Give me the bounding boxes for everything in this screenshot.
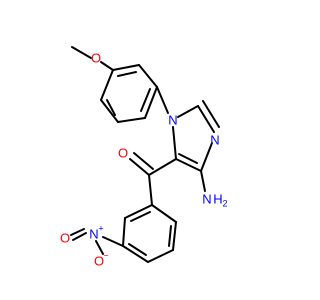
bond-ar2-3 (147, 249, 174, 263)
bond-ar2-5 (122, 217, 126, 247)
bond-aryl-n1 (156, 86, 169, 114)
atom-nitro-oxygen-double: O (60, 230, 70, 245)
bond-o-aryl (100, 61, 114, 71)
bond-ar1-2 (138, 64, 158, 88)
bond-aryl-nitro (102, 236, 124, 247)
atom-nitro-nitrogen: N (89, 226, 98, 241)
bond-ar2-inner-3 (130, 211, 151, 222)
bond-ar2-6 (124, 204, 153, 219)
bond-co-1 (129, 158, 150, 176)
bond-methyl-o (71, 46, 92, 59)
bond-co-2 (133, 152, 154, 170)
bond-ar1-5 (100, 99, 119, 123)
bond-ar1-inner-3 (106, 99, 116, 116)
bond-ar2-inner-2 (128, 243, 147, 256)
bond-ar2-inner-1 (168, 225, 172, 247)
bond-c4-amino (200, 170, 206, 192)
bond-c4-c5 (175, 158, 202, 172)
molecule-structure: O N N O N H 2 N + O O − (60, 46, 228, 268)
bond-ar1-1 (112, 64, 140, 71)
atom-methoxy-oxygen: O (91, 50, 101, 65)
bond-nitro-o-double-inner (70, 228, 85, 236)
molecule-canvas: O N N O N H 2 N + O O − (60, 46, 228, 268)
atom-ring-n1: N (168, 112, 177, 127)
bond-n1-c2 (177, 105, 199, 118)
atom-ring-n3: N (210, 132, 219, 147)
atom-nitro-oxygen-minus: O (94, 253, 104, 268)
bond-ar1-inner-1 (117, 71, 137, 77)
bond-ar2-4 (122, 245, 149, 263)
atom-amino-nitrogen: N (202, 191, 211, 206)
atom-carbonyl-oxygen: O (118, 145, 128, 160)
bond-ar2-1 (151, 204, 177, 223)
bond-c5-carbonyl (148, 158, 177, 176)
bond-nitro-o-double (72, 232, 87, 241)
bond-carbonyl-aryl (148, 174, 153, 206)
nitro-plus-charge: + (98, 223, 103, 233)
bond-ar1-6 (100, 69, 114, 101)
bond-ar1-4 (117, 117, 146, 123)
bond-c2-n3 (197, 105, 215, 133)
atom-amino-hydrogen: H (213, 191, 222, 206)
nitro-minus-charge: − (103, 250, 108, 260)
atom-amino-subscript: 2 (222, 198, 227, 208)
bond-ar2-2 (172, 221, 177, 251)
bond-ar1-3 (144, 86, 158, 119)
bond-c2-n3-inner (202, 100, 220, 128)
bond-c4-c5-inner (178, 153, 198, 164)
bond-ar1-inner-2 (140, 88, 151, 112)
bond-c5-n1 (172, 126, 177, 160)
bond-nitro-o-minus (95, 240, 104, 255)
bond-n3-c4 (200, 142, 213, 172)
